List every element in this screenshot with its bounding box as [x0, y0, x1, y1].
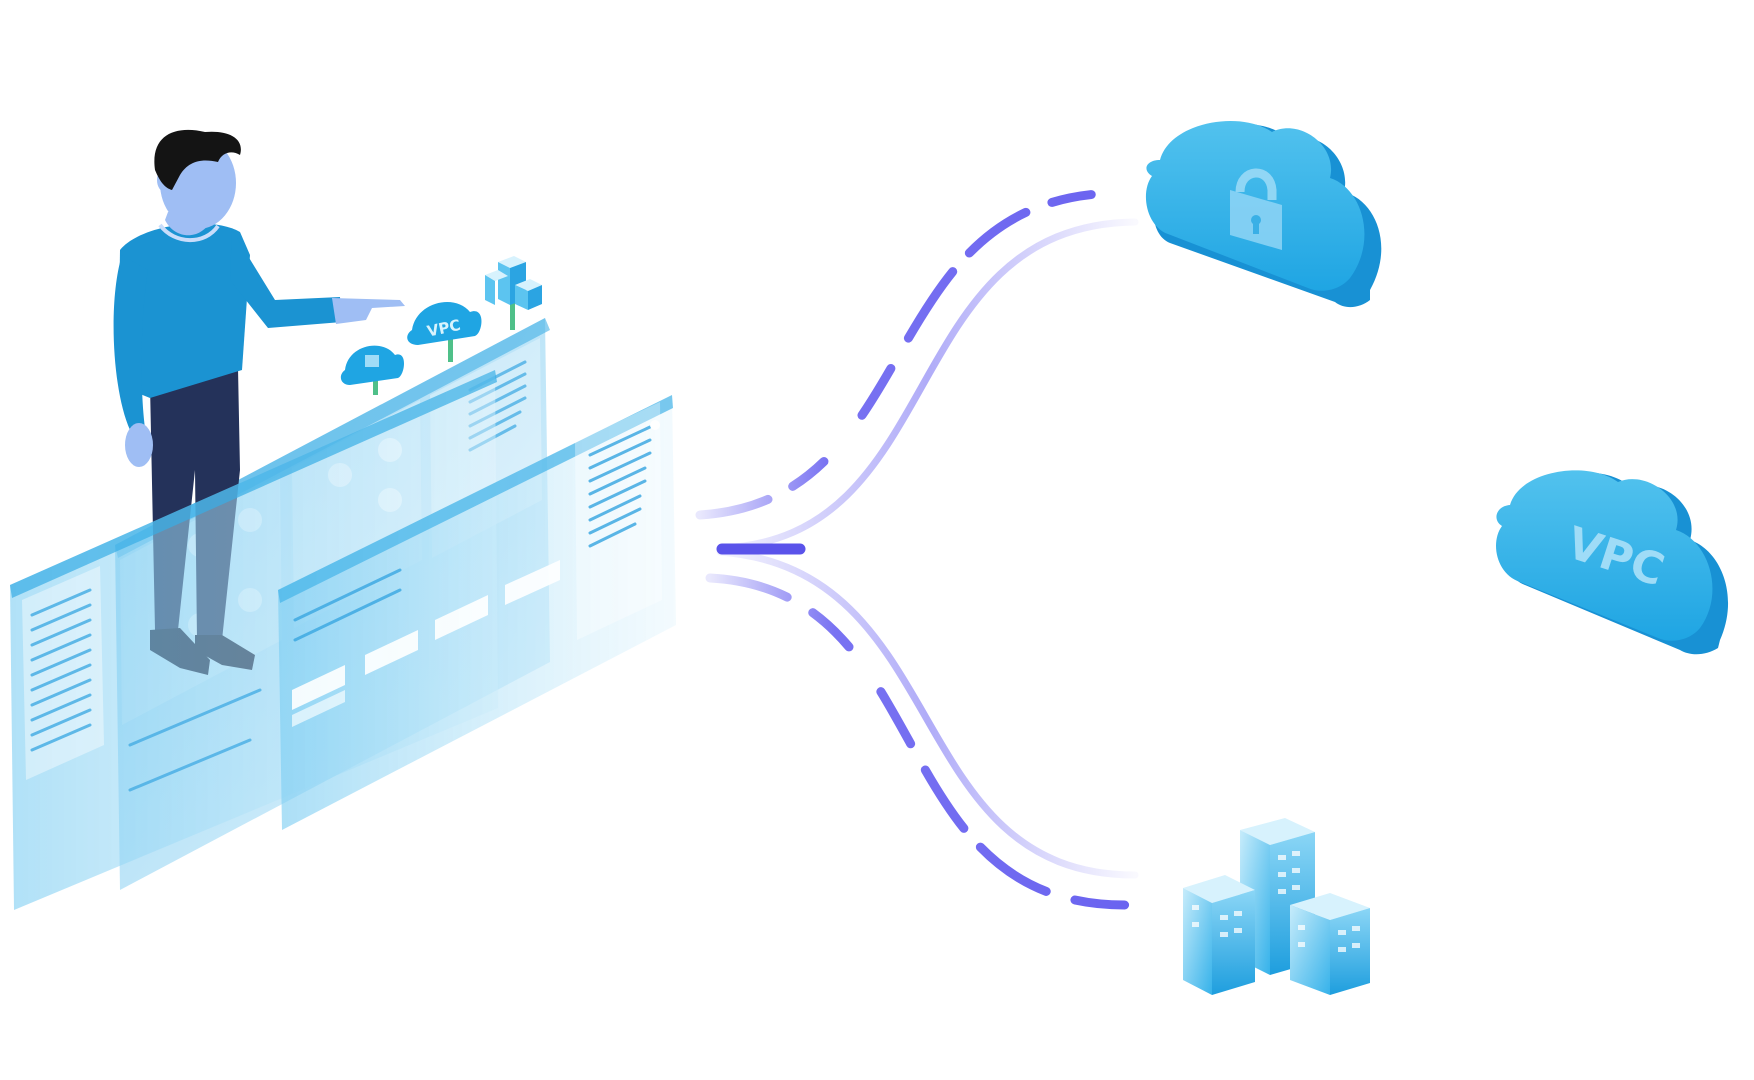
mini-buildings-icon — [485, 256, 542, 330]
cloud-lock-icon — [1145, 121, 1382, 308]
connector-lower-outer — [705, 573, 1130, 910]
connector-lines — [695, 188, 1505, 910]
cloud-vpc-icon: VPC — [1496, 470, 1729, 655]
lock-icon — [1230, 168, 1282, 250]
mini-cloud-lock-icon — [340, 345, 404, 395]
workflow-node-boxes — [292, 560, 560, 727]
connector-upper-outer — [695, 188, 1130, 520]
front-panel — [10, 370, 498, 910]
connector-upper-inner — [716, 218, 1139, 552]
workflow-screen-content — [292, 402, 662, 727]
buildings-icon — [1183, 818, 1370, 995]
operator-scene: VPC — [10, 129, 676, 910]
connector-lower-inner — [716, 548, 1139, 879]
front-panel-content — [22, 566, 262, 792]
mini-cloud-vpc-icon: VPC — [407, 301, 482, 362]
